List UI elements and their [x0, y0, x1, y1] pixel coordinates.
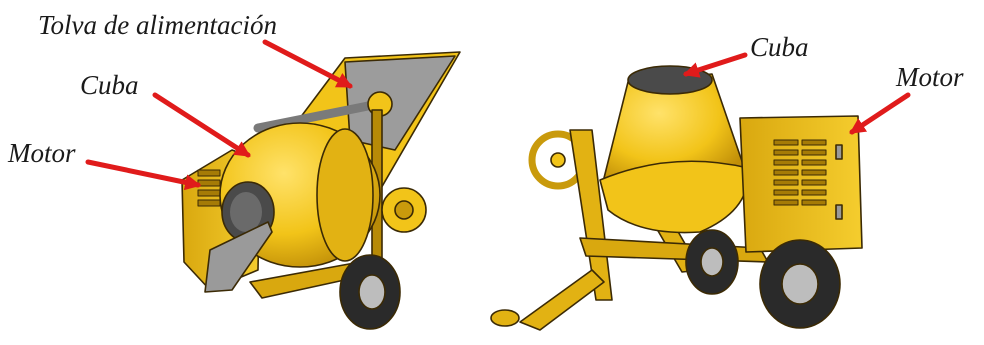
left-drum-ring — [317, 129, 373, 261]
right-mixer-illustration — [491, 66, 862, 330]
arrow-motor-right — [852, 95, 908, 132]
label-drum-right: Cuba — [750, 34, 809, 61]
label-motor-left: Motor — [8, 140, 76, 167]
left-mixer-illustration — [182, 52, 460, 329]
label-drum-left: Cuba — [80, 72, 139, 99]
arrow-drum-left — [155, 95, 248, 155]
arrow-drum-right — [686, 55, 745, 74]
arrow-motor-left — [88, 162, 198, 185]
right-motor-box — [740, 116, 862, 252]
label-hopper: Tolva de alimentación — [38, 12, 277, 39]
right-tow-bar — [520, 270, 604, 330]
right-drum-bowl — [600, 161, 748, 232]
label-motor-right: Motor — [896, 64, 964, 91]
arrow-hopper — [265, 42, 350, 86]
